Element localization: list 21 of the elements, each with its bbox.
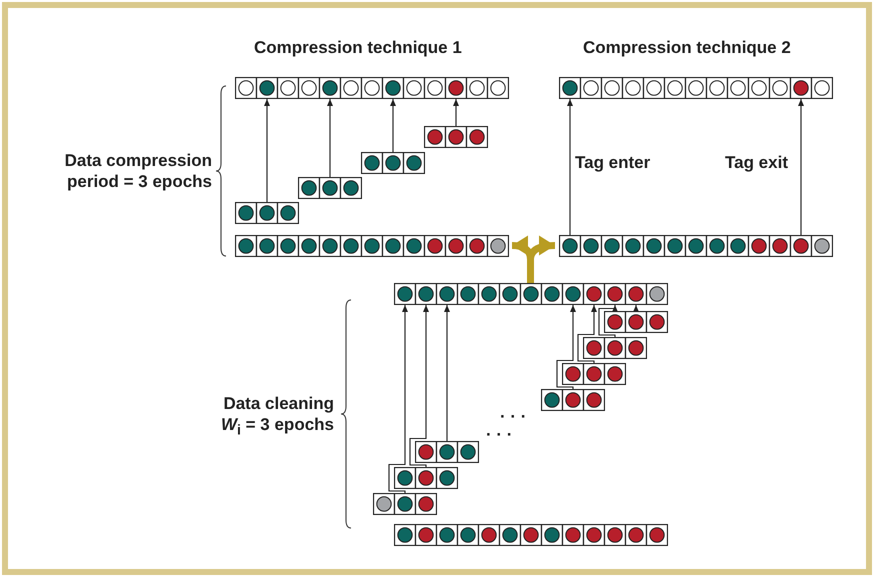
arrow (577, 305, 597, 363)
arrow (556, 305, 576, 389)
ellipsis: · · · (486, 424, 514, 445)
arrow (327, 99, 333, 177)
annotation: Data compression period = 3 epochs (64, 150, 212, 192)
arrow (264, 99, 270, 202)
arrow (633, 305, 639, 312)
arrow (598, 305, 618, 337)
panel-heading: Compression technique 2 (583, 37, 792, 58)
panel-heading: Compression technique 1 (254, 37, 463, 58)
arrow (798, 99, 804, 235)
arrow (444, 305, 450, 441)
arrow (453, 99, 459, 126)
arrow (567, 99, 573, 235)
edge-label: Tag exit (724, 153, 789, 173)
annotation: Data cleaning W$_{i}$ = 3 epochs (220, 393, 334, 440)
arrow (409, 305, 429, 468)
arrow (388, 305, 408, 494)
arrow (390, 99, 396, 152)
edge-label: Tag enter (574, 153, 652, 173)
ellipsis: · · · (500, 406, 528, 427)
